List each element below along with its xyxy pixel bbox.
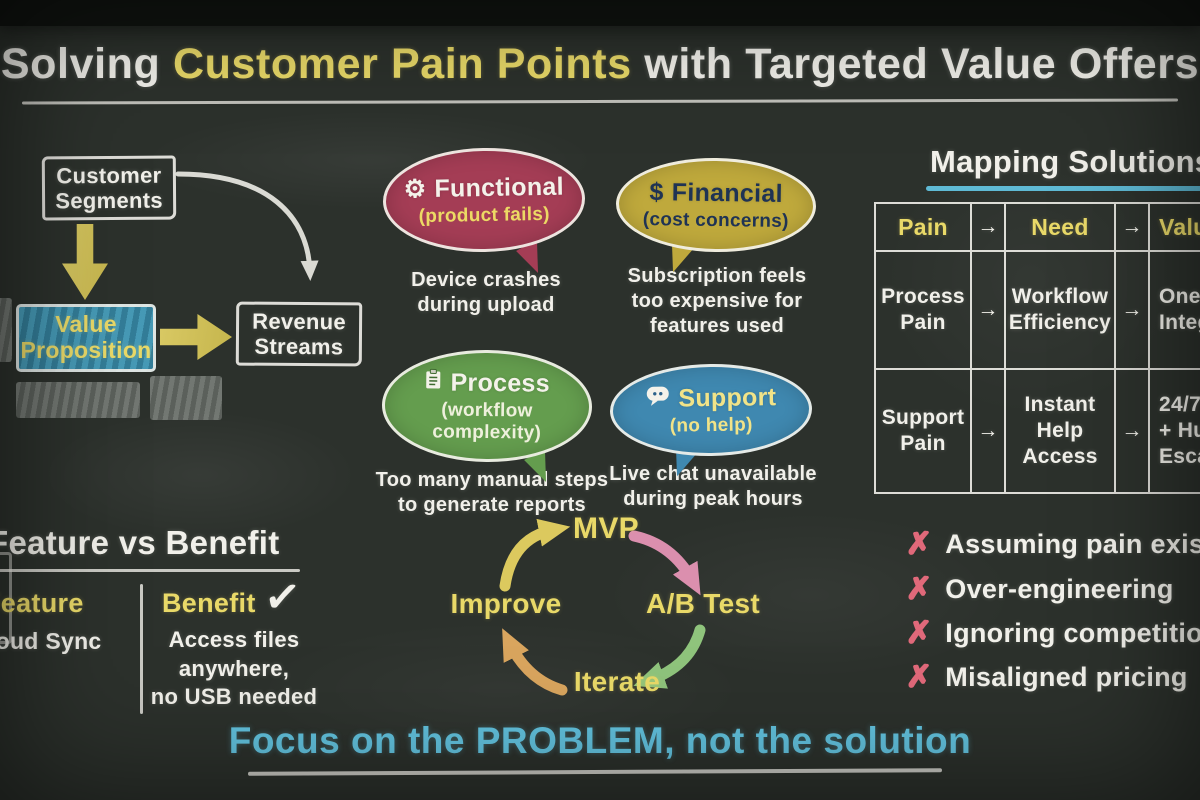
bubble-financial-label: Financial	[671, 177, 784, 208]
x-icon: ✗	[906, 571, 933, 606]
table-cell-value-1: One-Click Integration	[1150, 252, 1200, 370]
arrow-abtest-to-iterate	[633, 624, 706, 689]
arrow-mvp-to-abtest	[628, 530, 701, 596]
sketch-block	[150, 376, 222, 420]
sketch-block	[16, 382, 140, 418]
cycle-step-iterate: Iterate	[573, 666, 661, 697]
pitfall-item: ✗ Assuming pain exists	[906, 526, 1200, 562]
col-header-value: Value	[1150, 204, 1200, 252]
chat-icon	[645, 384, 670, 413]
bubble-support-example: Live chat unavailable during peak hours	[609, 463, 817, 510]
bottom-banner: Focus on the PROBLEM, not the solution	[228, 720, 972, 761]
bubble-process-title: Process	[424, 368, 550, 398]
segments-to-revenue-curved-arrow-icon	[175, 171, 319, 281]
customer-segments-box: Customer Segments	[41, 155, 177, 221]
revenue-streams-box: Revenue Streams	[235, 301, 363, 367]
feature-vs-benefit-heading: Feature vs Benefit	[0, 524, 280, 561]
bubble-process-subtitle: (workflow complexity)	[432, 399, 542, 444]
cycle-step-improve: Improve	[450, 588, 562, 619]
bubble-support-title: Support	[645, 383, 776, 414]
arrow-right-icon: →	[972, 370, 1006, 492]
pitfall-label: Assuming pain exists	[945, 528, 1200, 559]
cycle-step-ab-test: A/B Test	[646, 588, 760, 619]
pitfall-label: Misaligned pricing	[945, 661, 1188, 692]
mapping-heading: Mapping Solutions	[930, 144, 1200, 179]
x-icon: ✗	[906, 659, 933, 694]
mapping-underline	[926, 186, 1200, 191]
bubble-financial-title: $ Financial	[649, 178, 783, 209]
sketch-block	[0, 298, 12, 362]
pitfall-item: ✗ Ignoring competition	[906, 615, 1200, 651]
benefit-column-label: Benefit	[162, 588, 256, 618]
title-post: with Targeted Value Offers	[631, 40, 1200, 88]
dollar-icon: $	[649, 177, 664, 206]
cycle-step-mvp: MVP	[573, 512, 639, 545]
pitfall-label: Over-engineering	[945, 573, 1174, 604]
down-block-arrow-icon	[62, 224, 108, 300]
bubble-support-subtitle: (no help)	[669, 413, 753, 437]
feature-item: Cloud Sync	[0, 628, 102, 654]
arrow-iterate-to-improve	[502, 628, 568, 696]
title-highlight: Customer Pain Points	[172, 40, 632, 88]
bubble-support-label: Support	[678, 382, 777, 413]
feature-column-label: Feature	[0, 588, 84, 618]
chalk-smudge	[40, 410, 360, 540]
page-title: Solving Customer Pain Points with Target…	[1, 40, 1199, 89]
mapping-table: Pain → Need → Value Process Pain → Workf…	[874, 202, 1200, 494]
table-cell-need-2: Instant Help Access	[1006, 370, 1116, 492]
arrow-right-icon: →	[972, 252, 1006, 370]
arrow-right-icon: →	[1116, 370, 1150, 492]
table-cell-pain-1: Process Pain	[876, 252, 972, 370]
bubble-financial-example: Subscription feels too expensive for fea…	[627, 265, 807, 337]
x-icon: ✗	[906, 526, 933, 561]
feature-vs-benefit-underline	[0, 569, 300, 572]
table-cell-pain-2: Support Pain	[876, 370, 972, 492]
column-divider	[140, 584, 143, 714]
clipboard-icon	[424, 368, 442, 397]
bubble-support: Support (no help)	[609, 362, 813, 458]
top-shadow-band	[0, 0, 1200, 26]
bubble-financial-subtitle: (cost concerns)	[642, 208, 789, 232]
gear-icon: ⚙	[403, 175, 427, 204]
bubble-process-example: Too many manual steps to generate report…	[375, 469, 609, 516]
bubble-functional-example: Device crashes during upload	[411, 269, 561, 316]
col-header-pain: Pain	[876, 204, 972, 252]
bubble-functional-label: Functional	[434, 172, 565, 203]
arrow-right-icon: →	[1116, 252, 1150, 370]
title-underline	[21, 98, 1179, 105]
col-header-need: Need	[1006, 204, 1116, 252]
banner-underline	[247, 768, 943, 776]
right-block-arrow-icon	[160, 314, 232, 360]
arrow-right-icon: →	[1116, 204, 1150, 252]
bubble-process: Process (workflow complexity)	[381, 348, 593, 464]
table-cell-value-2: 24/7 Chat + Human Escalation	[1159, 392, 1200, 469]
title-pre: Solving	[0, 40, 173, 88]
arrow-improve-to-mvp	[499, 518, 571, 592]
iteration-cycle-arrows	[499, 518, 706, 696]
clipped-sketch-box	[0, 552, 12, 644]
value-proposition-box: Value Proposition	[16, 304, 156, 372]
bubble-functional-subtitle: (product fails)	[418, 203, 551, 228]
bubble-process-label: Process	[450, 368, 551, 398]
arrow-right-icon: →	[972, 204, 1006, 252]
pitfall-label: Ignoring competition	[945, 617, 1200, 648]
bubble-financial: $ Financial (cost concerns)	[615, 156, 817, 254]
pitfall-item: ✗ Misaligned pricing	[906, 659, 1188, 695]
benefit-item: Access files anywhere, no USB needed	[150, 627, 318, 710]
table-cell-need-1: Workflow Efficiency	[1006, 252, 1116, 370]
bubble-functional: ⚙ Functional (product fails)	[382, 146, 586, 254]
check-icon: ✓	[261, 571, 304, 624]
bubble-functional-title: ⚙ Functional	[403, 172, 564, 205]
pitfall-item: ✗ Over-engineering	[906, 571, 1174, 607]
x-icon: ✗	[906, 615, 933, 650]
